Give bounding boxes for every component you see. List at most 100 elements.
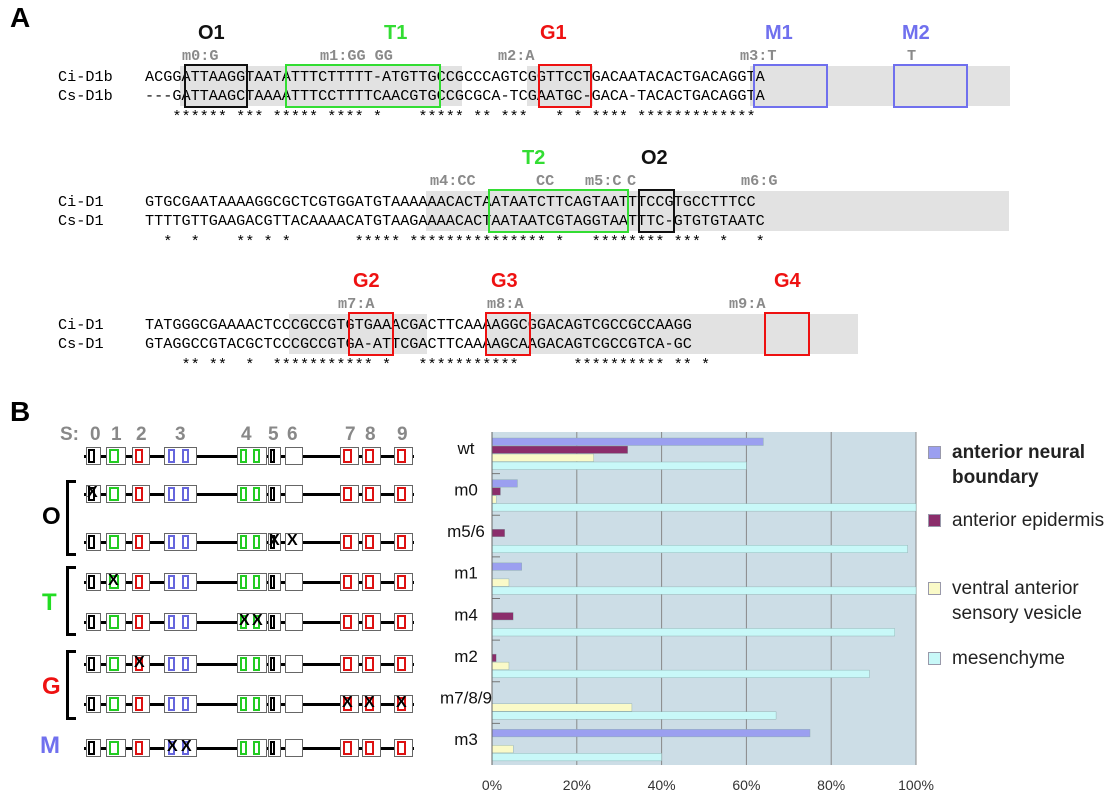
- construct-site: [253, 487, 260, 501]
- sequence-row: GTGCGAATAAAAGGCGCTCGTGGATGTAAAAAACACTAAT…: [145, 193, 756, 211]
- bar: [491, 453, 594, 462]
- group-letter: G: [42, 673, 61, 700]
- construct-site: [270, 697, 275, 711]
- x-tick-label: 40%: [648, 777, 676, 793]
- site-number: 6: [287, 424, 298, 445]
- conservation-stars: ** ** * *********** * *********** ******…: [145, 356, 711, 374]
- site-header-prefix: S:: [60, 424, 79, 445]
- sequence-name: Ci-D1: [58, 316, 104, 334]
- construct-site: [343, 657, 352, 671]
- construct-site-frame: [285, 739, 303, 757]
- knockout-mark-icon: X: [134, 654, 145, 671]
- mutation-label: T: [907, 47, 917, 65]
- mutation-label: m7:A: [338, 295, 375, 313]
- construct-site: [182, 535, 189, 549]
- knockout-mark-icon: X: [87, 484, 98, 501]
- construct-site: [182, 615, 189, 629]
- knockout-mark-icon: X: [252, 612, 263, 629]
- bar: [491, 529, 505, 537]
- construct-site: [168, 741, 175, 755]
- construct-site: [365, 449, 374, 463]
- legend-swatch: [928, 652, 941, 665]
- construct-site: [135, 487, 143, 501]
- x-tick-label: 100%: [898, 777, 934, 793]
- site-number: 3: [175, 424, 186, 445]
- sequence-row: ACGGATTAAGGTAATATTTCTTTTT-ATGTTGCCGCCCAG…: [145, 68, 765, 86]
- construct-site: [253, 575, 260, 589]
- construct-site: [182, 449, 189, 463]
- construct-site: [135, 741, 143, 755]
- construct-site: [109, 657, 119, 671]
- bar: [491, 628, 895, 637]
- conserved-region: [426, 191, 1009, 231]
- construct-site: [109, 615, 119, 629]
- x-tick-label: 0%: [482, 777, 502, 793]
- legend-label: anterior neural boundary: [952, 442, 1086, 488]
- construct-site: [240, 657, 247, 671]
- binding-site-label: T1: [384, 22, 408, 44]
- construct-site: [253, 535, 260, 549]
- conservation-stars: ****** *** ***** **** * ***** ** *** * *…: [145, 108, 756, 126]
- conserved-region: [485, 314, 858, 354]
- legend-label: ventral anterior sensory vesicle: [952, 578, 1082, 624]
- x-tick-label: 80%: [817, 777, 845, 793]
- construct-site: [168, 487, 175, 501]
- category-label: m1: [454, 564, 478, 583]
- construct-site-frame: [285, 655, 303, 673]
- sequence-name: Cs-D1: [58, 335, 104, 353]
- construct-site: [397, 449, 406, 463]
- construct-site: [135, 535, 143, 549]
- construct-site: [168, 697, 175, 711]
- legend-swatch: [928, 582, 941, 595]
- site-number: 0: [90, 424, 101, 445]
- sequence-name: Ci-D1b: [58, 68, 113, 86]
- bar: [491, 669, 870, 678]
- construct-site: [397, 575, 406, 589]
- construct-site-frame: [285, 485, 303, 503]
- construct-site: [365, 697, 374, 711]
- bar: [491, 578, 510, 587]
- mutation-label: m2:A: [498, 47, 535, 65]
- conservation-stars: * * ** * * ***** *************** * *****…: [145, 233, 765, 251]
- construct-site: [182, 487, 189, 501]
- binding-site-box: [753, 64, 828, 108]
- bar: [491, 562, 522, 571]
- construct-site: [343, 697, 352, 711]
- construct-site: [397, 487, 406, 501]
- construct-site: [270, 535, 275, 549]
- category-label: m0: [454, 480, 478, 499]
- binding-site-label: O2: [641, 147, 668, 169]
- construct-site: [240, 615, 247, 629]
- mutation-label: C: [627, 172, 637, 190]
- bar: [491, 753, 662, 762]
- construct-site: [397, 535, 406, 549]
- binding-site-box: [184, 64, 248, 108]
- x-tick-label: 20%: [563, 777, 591, 793]
- binding-site-box: [488, 189, 629, 233]
- knockout-mark-icon: X: [108, 572, 119, 589]
- binding-site-label: M2: [902, 22, 930, 44]
- construct-site: [270, 615, 275, 629]
- construct-site: [135, 575, 143, 589]
- sequence-row: TATGGGCGAAAACTCCCGCCGTGTGAAACGACTTCAAAAG…: [145, 316, 692, 334]
- bar: [491, 445, 628, 454]
- construct-site: [253, 615, 260, 629]
- construct-site: [182, 741, 189, 755]
- bar: [491, 495, 497, 504]
- site-number: 8: [365, 424, 376, 445]
- construct-site: [168, 575, 175, 589]
- sequence-row: ---GATTAAGCTAAAATTTCCTTTTCAACGTGCCGCGCA-…: [145, 87, 765, 105]
- bar: [491, 461, 747, 470]
- construct-site: [365, 535, 374, 549]
- bar: [491, 745, 514, 754]
- legend-label: mesenchyme: [952, 648, 1065, 669]
- binding-site-box: [285, 64, 441, 108]
- binding-site-label: T2: [522, 147, 546, 169]
- group-letter: O: [42, 503, 61, 530]
- construct-site: [88, 657, 95, 671]
- plot-background: [492, 432, 916, 765]
- construct-site-frame: [285, 533, 303, 551]
- construct-site-frame: [285, 447, 303, 465]
- sequence-row: TTTTGTTGAAGACGTTACAAAACATGTAAGAAAACACTAA…: [145, 212, 765, 230]
- construct-site: [135, 615, 143, 629]
